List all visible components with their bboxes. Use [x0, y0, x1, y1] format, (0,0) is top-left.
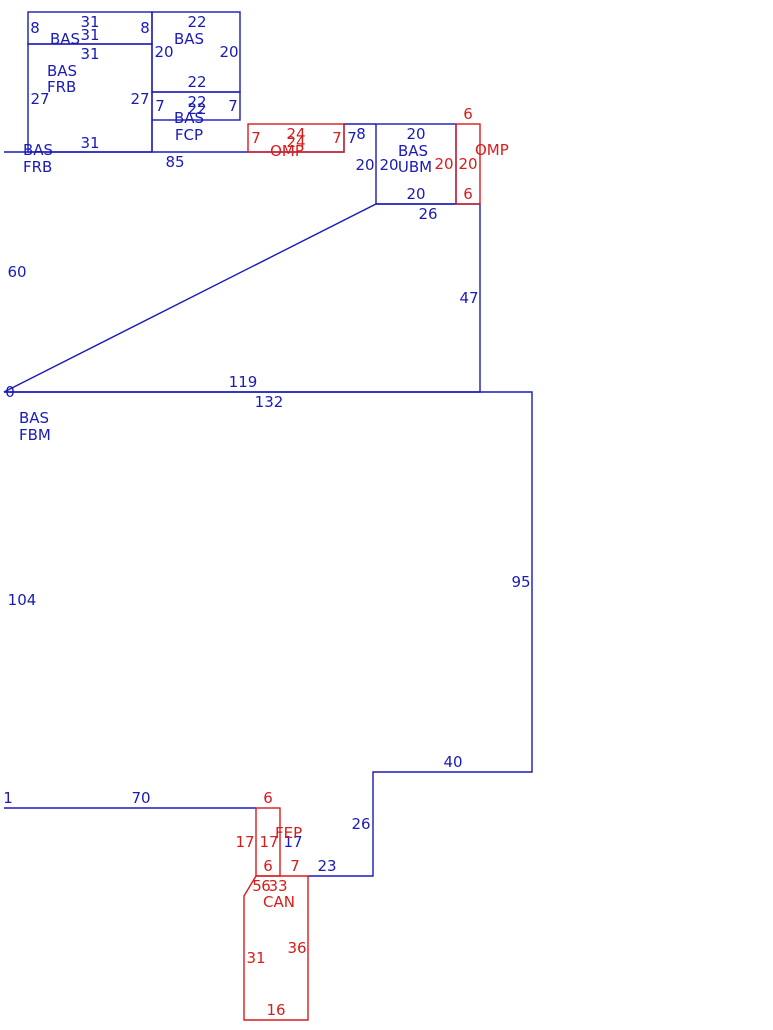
omp-left-dim-top2: 24 — [286, 133, 305, 151]
bas-box-20-dim-top: 22 — [187, 13, 206, 31]
omp-left-outline — [247, 123, 345, 153]
bas-fbm-dim-corner-bottom: 1 — [3, 789, 13, 807]
omp-right-dim-right: 20 — [458, 155, 477, 173]
omp-right-dim-left: 20 — [434, 155, 453, 173]
fep-dim-right-bottom: 7 — [290, 857, 300, 875]
bas-frb-lower-code: BAS — [23, 141, 53, 159]
bas-fbm-code: BAS — [19, 409, 49, 427]
bas-top-small-dim-right: 8 — [140, 19, 150, 37]
omp-right-outline — [455, 123, 481, 205]
can-dim-left: 31 — [246, 949, 265, 967]
fep-dim-inner-left: 17 — [259, 833, 278, 851]
bas-frb-lower-sub: FRB — [23, 158, 52, 176]
omp-right-dim-top: 6 — [463, 105, 473, 123]
bas-frb-lower-dim-right: 47 — [459, 289, 478, 307]
bas-fbm-dim-step-side: 26 — [351, 815, 370, 833]
bas-frb-upper-code: BAS — [47, 62, 77, 80]
bas-fbm-dim-notch-bottom: 23 — [317, 857, 336, 875]
bas-top-small-dim-top: 31 — [80, 13, 99, 31]
omp-left-dim-right: 7 — [332, 129, 342, 147]
bas-fbm-outline — [4, 391, 533, 877]
bas-fbm-dim-left: 104 — [8, 591, 37, 609]
omp-left-dim-left: 7 — [251, 129, 261, 147]
bas-fcp-dim-top: 22 — [187, 93, 206, 111]
bas-frb-lower-dim-left: 60 — [7, 263, 26, 281]
bas-fcp-dim-top2: 22 — [187, 100, 206, 118]
bas-ubm-sub: UBM — [398, 158, 432, 176]
bas-top-small-dim-top2: 31 — [80, 26, 99, 44]
bas-fbm-dim-step-top: 40 — [443, 753, 462, 771]
bas-frb-upper-sub: FRB — [47, 78, 76, 96]
bas-fcp-dim-left: 7 — [155, 97, 165, 115]
bas-fbm-dim-top: 132 — [255, 393, 284, 411]
bas-ubm-dim-corner-left: 7 — [347, 129, 357, 147]
bas-box-20-dim-left: 20 — [154, 43, 173, 61]
can-code: CAN — [263, 893, 295, 911]
fep-dim-top: 6 — [263, 789, 273, 807]
can-dim-right: 36 — [287, 939, 306, 957]
bas-frb-upper-dim-right: 27 — [130, 90, 149, 108]
fep-code: FEP — [275, 824, 302, 842]
bas-top-small-code: BAS — [50, 30, 80, 48]
can-dim-top-a: 6 — [261, 877, 271, 895]
bas-box-20-code: BAS — [174, 30, 204, 48]
can-outline — [243, 875, 309, 1021]
bas-fbm-dim-corner: 0 — [5, 383, 15, 401]
can-dim-diag: 5 — [252, 877, 262, 895]
bas-frb-upper-dim-left: 27 — [30, 90, 49, 108]
bas-fcp-dim-bottom: 85 — [165, 153, 184, 171]
bas-fbm-dim-right: 95 — [511, 573, 530, 591]
omp-right-code: OMP — [475, 141, 509, 159]
bas-frb-upper-dim-bottom: 31 — [80, 134, 99, 152]
fep-dim-left: 17 — [235, 833, 254, 851]
bas-fcp-outline — [151, 91, 241, 121]
can-dim-top-b: 33 — [268, 877, 287, 895]
omp-left-code: OMP — [270, 142, 304, 160]
bas-fbm-dim-bottom: 70 — [131, 789, 150, 807]
bas-ubm-dim-corner: 8 — [356, 125, 366, 143]
bas-frb-lower-dim-bottom: 119 — [229, 373, 258, 391]
bas-ubm-dim-left-outer: 20 — [355, 156, 374, 174]
bas-top-small-dim-left: 8 — [30, 19, 40, 37]
omp-right-dim-bottom: 6 — [463, 185, 473, 203]
fep-dim-bottom: 6 — [263, 857, 273, 875]
bas-top-small-dim-bottom: 31 — [80, 45, 99, 63]
bas-box-20-dim-bottom: 22 — [187, 73, 206, 91]
bas-ubm-dim-left: 20 — [379, 156, 398, 174]
fep-dim-inner-right: 17 — [283, 833, 302, 851]
bas-ubm-dim-top: 20 — [406, 125, 425, 143]
bas-ubm-dim-bottom: 20 — [406, 185, 425, 203]
can-dim-bottom: 16 — [266, 1001, 285, 1019]
bas-fcp-dim-right: 7 — [228, 97, 238, 115]
omp-left-dim-top: 24 — [286, 125, 305, 143]
bas-fcp-sub: FCP — [175, 126, 203, 144]
bas-ubm-dim-below: 26 — [418, 205, 437, 223]
bas-ubm-code: BAS — [398, 142, 428, 160]
bas-fbm-sub: FBM — [19, 426, 51, 444]
bas-box-20-dim-right: 20 — [219, 43, 238, 61]
bas-fcp-code: BAS — [174, 109, 204, 127]
